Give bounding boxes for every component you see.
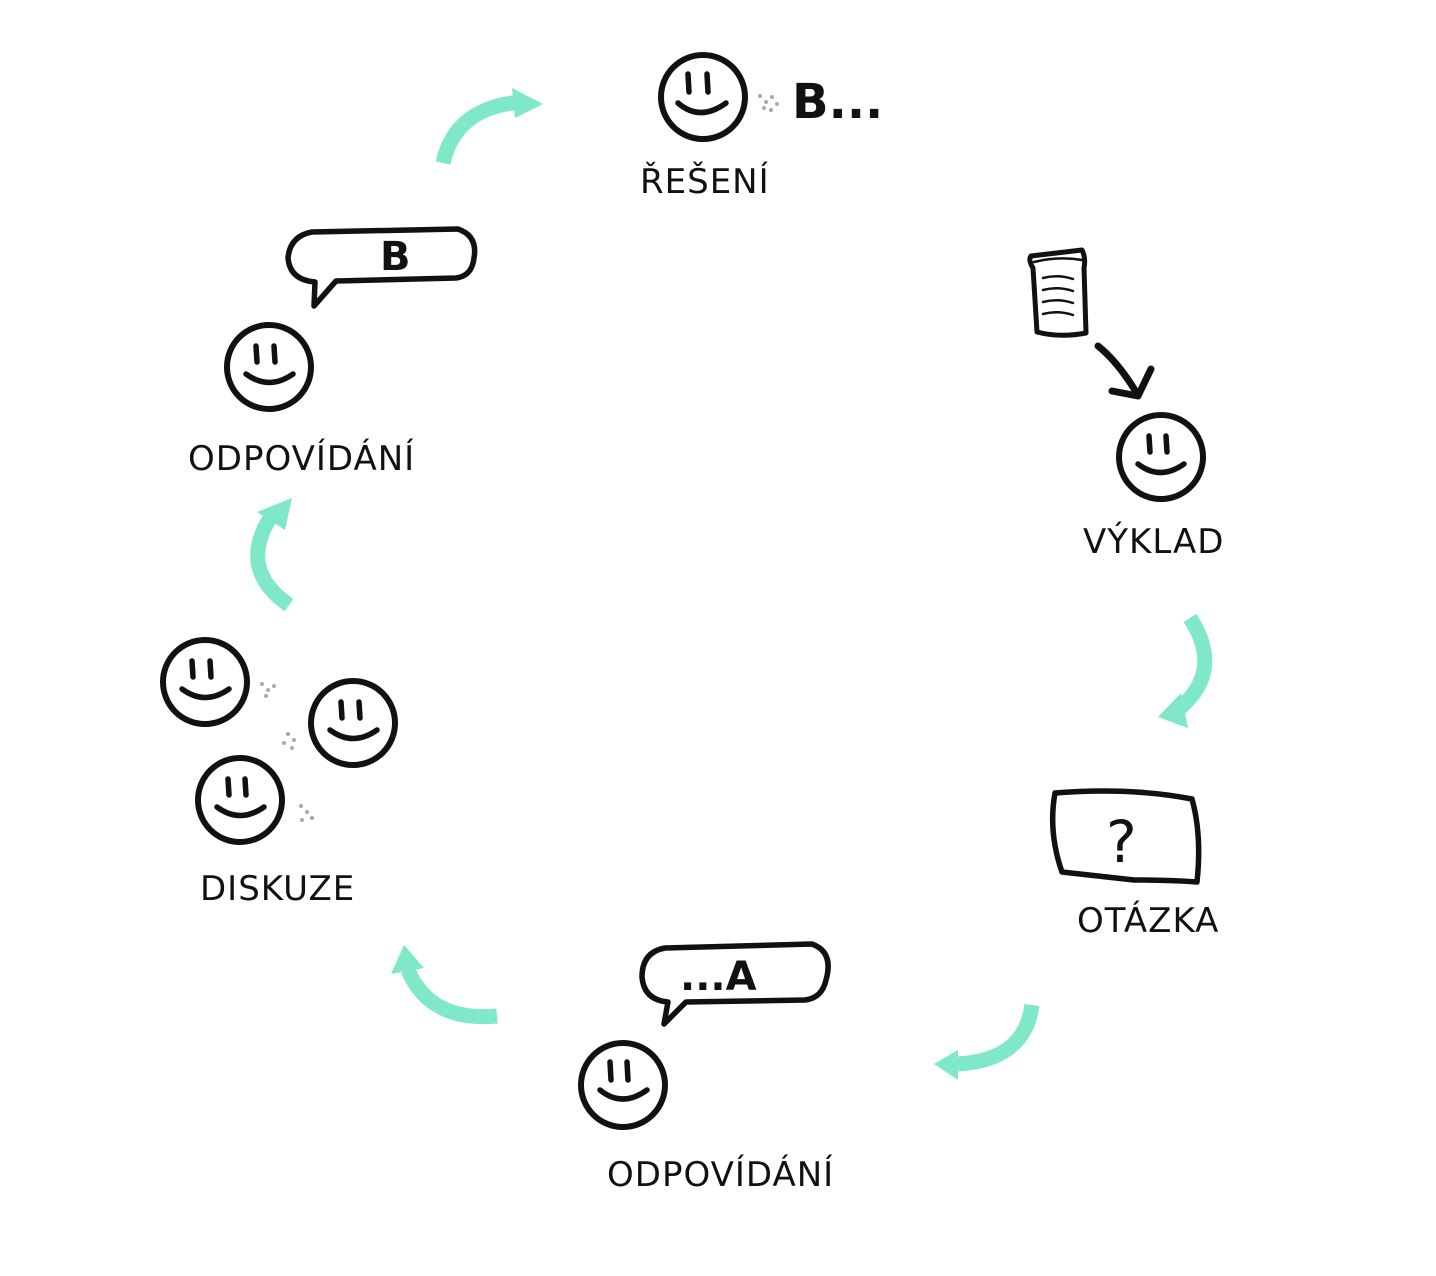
smiley-icon: [658, 52, 748, 142]
cycle-arrows: [250, 88, 1213, 1080]
reseni-speech-text: B...: [792, 74, 883, 130]
stage-diskuze: DISKUZE: [160, 637, 398, 909]
speech-dots: [758, 94, 779, 112]
cycle-arrow-icon: [250, 498, 294, 612]
label-reseni: ŘEŠENÍ: [640, 161, 770, 202]
hand-arrow-icon: [1094, 342, 1155, 400]
stage-odpovidani-left: B ODPOVÍDÁNÍ: [188, 226, 478, 479]
smiley-icon: [195, 755, 285, 845]
stage-otazka: ? OTÁZKA: [1049, 788, 1219, 941]
smiley-icon: [160, 637, 250, 727]
stage-odpovidani-bottom: ...A ODPOVÍDÁNÍ: [578, 941, 834, 1195]
cycle-arrow-icon: [435, 88, 543, 165]
smiley-icon: [578, 1040, 668, 1130]
cycle-arrow-icon: [1158, 613, 1213, 728]
label-odpovidani-bottom: ODPOVÍDÁNÍ: [607, 1154, 834, 1195]
smiley-icon: [224, 322, 314, 412]
stage-vyklad: VÝKLAD: [1027, 247, 1225, 562]
label-diskuze: DISKUZE: [200, 869, 355, 909]
bubble-bottom-text: ...A: [680, 954, 757, 1000]
smiley-icon: [308, 678, 398, 768]
cycle-arrow-icon: [934, 1003, 1040, 1080]
speech-bubble-left: [285, 226, 478, 309]
stage-reseni: B... ŘEŠENÍ: [640, 52, 883, 202]
label-vyklad: VÝKLAD: [1083, 521, 1225, 562]
label-otazka: OTÁZKA: [1077, 900, 1219, 941]
smiley-icon: [1116, 412, 1206, 502]
bubble-left-text: B: [380, 234, 411, 280]
question-board: [1049, 788, 1202, 885]
cycle-arrow-icon: [391, 945, 498, 1025]
speech-dots: [260, 682, 314, 822]
label-odpovidani-left: ODPOVÍDÁNÍ: [188, 438, 415, 479]
speech-bubble-bottom: [639, 941, 831, 1027]
document-icon: [1027, 247, 1089, 338]
question-mark-icon: ?: [1106, 808, 1137, 876]
